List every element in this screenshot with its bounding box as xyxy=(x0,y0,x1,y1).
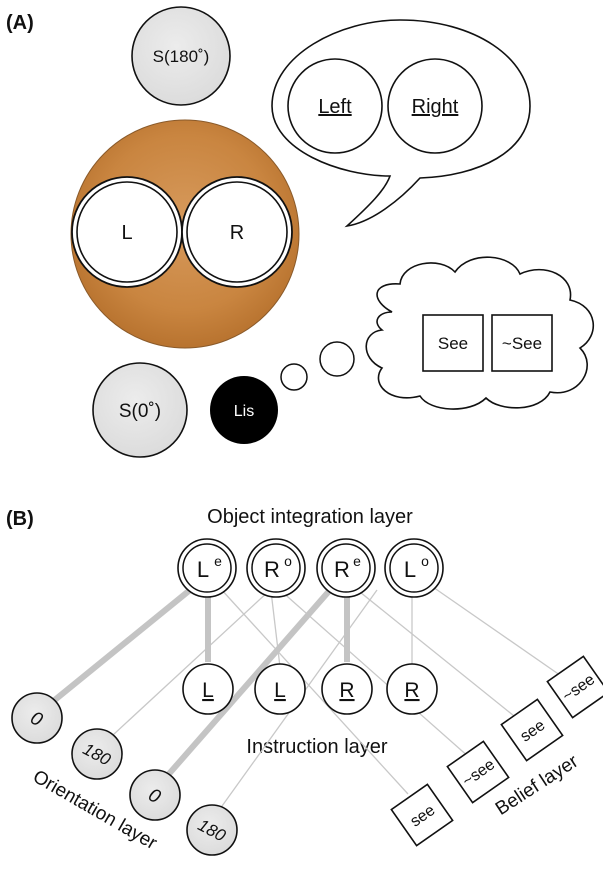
instruction-layer-title: Instruction layer xyxy=(246,736,388,758)
object-node-Lo-sup: o xyxy=(421,553,429,569)
link-Lo-notsee2 xyxy=(429,584,568,681)
object-pair: L R xyxy=(70,119,300,349)
speech-bubble: Left Right xyxy=(271,19,531,228)
speaker-180-label: S(180˚) xyxy=(153,47,210,66)
link-Ro-180a xyxy=(112,589,271,736)
thought-see-node: See xyxy=(422,314,484,372)
link-Re-see2 xyxy=(354,587,520,721)
object-layer-title: Object integration layer xyxy=(207,506,413,528)
speaker-0-label: S(0˚) xyxy=(119,401,161,422)
belief-node-see1: see xyxy=(390,783,454,847)
instruction-node-L1: L xyxy=(182,663,234,715)
thought-not-see-node: ~See xyxy=(491,314,553,372)
thought-cloud: See ~See xyxy=(365,256,594,410)
speech-left-node: Left xyxy=(287,58,383,154)
belief-layer-title: Belief layer xyxy=(492,751,583,820)
speech-right-label: Right xyxy=(412,96,459,118)
speaker-180-node: S(180˚) xyxy=(131,6,231,106)
object-node-Re-base: R xyxy=(334,557,350,582)
instruction-node-R1-label: R xyxy=(339,679,354,702)
belief-node-see2: see xyxy=(500,698,564,762)
link-Ro-notsee1 xyxy=(279,589,471,759)
thought-dot-large xyxy=(319,341,355,377)
object-node-Le-base: L xyxy=(197,557,209,582)
object-right-node: R xyxy=(181,176,293,288)
panel-a: (A) S(180˚) Left Right L xyxy=(6,6,594,458)
instruction-node-L2: L xyxy=(254,663,306,715)
object-node-Lo: L o xyxy=(384,538,444,598)
belief-layer: see ~see see ~see xyxy=(390,655,603,847)
thought-dot-small xyxy=(280,363,308,391)
object-left-label: L xyxy=(121,222,132,244)
listener-node: Lis xyxy=(210,376,278,444)
link-Ro-L2 xyxy=(270,590,281,668)
panel-b-label: (B) xyxy=(6,508,34,530)
instruction-node-R2-label: R xyxy=(404,679,419,702)
thought-not-see-label: ~See xyxy=(502,334,542,353)
strong-connections xyxy=(38,587,350,777)
weak-connections xyxy=(112,584,568,821)
orientation-node-180a: 180 xyxy=(71,728,123,780)
instruction-node-L2-label: L xyxy=(274,679,286,702)
speech-right-node: Right xyxy=(387,58,483,154)
instruction-node-R2: R xyxy=(386,663,438,715)
object-node-Ro-sup: o xyxy=(284,553,292,569)
listener-label: Lis xyxy=(234,403,254,420)
belief-node-notsee1: ~see xyxy=(446,740,510,804)
orientation-layer: 0 180 0 180 xyxy=(11,692,238,856)
object-left-node: L xyxy=(71,176,183,288)
object-node-Le-sup: e xyxy=(214,553,222,569)
link-Re-0b xyxy=(165,588,333,777)
object-node-Ro-base: R xyxy=(264,557,280,582)
object-node-Lo-base: L xyxy=(404,557,416,582)
object-node-Le: L e xyxy=(177,538,237,598)
orientation-node-0a: 0 xyxy=(11,692,63,744)
object-node-Re-sup: e xyxy=(353,553,361,569)
object-node-Re: R e xyxy=(316,538,376,598)
panel-b: (B) Object integration layer Instruction… xyxy=(6,506,603,856)
instruction-layer: L L R R xyxy=(182,663,438,715)
object-integration-layer: L e R o R e L o xyxy=(177,538,444,598)
instruction-node-L1-label: L xyxy=(202,679,214,702)
belief-node-notsee2: ~see xyxy=(546,655,603,719)
object-node-Ro: R o xyxy=(246,538,306,598)
thought-see-label: See xyxy=(438,334,468,353)
orientation-node-180b: 180 xyxy=(186,804,238,856)
instruction-node-R1: R xyxy=(321,663,373,715)
panel-a-label: (A) xyxy=(6,12,34,34)
speech-left-label: Left xyxy=(318,96,352,118)
object-right-label: R xyxy=(230,222,244,244)
link-Le-0a xyxy=(38,587,192,715)
link-Le-see1 xyxy=(219,587,409,795)
orientation-node-0b: 0 xyxy=(129,769,181,821)
speaker-0-node: S(0˚) xyxy=(92,362,188,458)
